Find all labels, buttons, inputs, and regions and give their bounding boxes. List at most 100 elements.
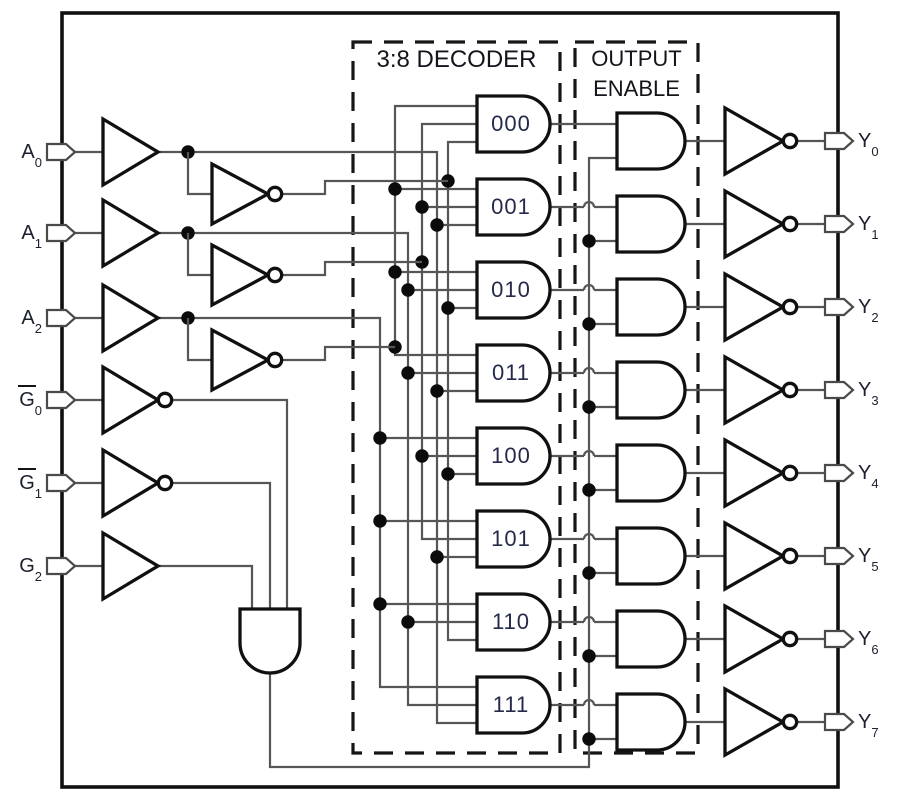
output-pin-label-y4: Y4 xyxy=(858,459,879,490)
output-inverter xyxy=(723,520,787,592)
input-pin xyxy=(45,308,77,328)
output-pin xyxy=(823,712,855,732)
input-pin-label-g0bar: G0 xyxy=(0,385,42,417)
pin-subscript: 2 xyxy=(34,569,42,584)
wire-hop xyxy=(582,615,596,623)
output-inverter xyxy=(723,686,787,758)
g1-inverter-bubble xyxy=(156,474,174,492)
pin-name: A xyxy=(21,141,35,163)
wire-hop xyxy=(582,283,596,291)
junction-dot xyxy=(415,200,429,214)
output-enable-and-gate xyxy=(615,194,687,254)
pin-subscript: 0 xyxy=(34,403,42,418)
junction-dot xyxy=(373,597,387,611)
enable-input-wire xyxy=(158,564,254,609)
decoder-box xyxy=(351,40,562,755)
pin-subscript: 0 xyxy=(871,144,879,159)
input-pin-label-g1bar: G1 xyxy=(0,468,42,500)
wire-hop xyxy=(582,532,596,540)
inverter-bubble xyxy=(781,381,799,399)
pin-name: Y xyxy=(858,628,872,650)
inverter-output-wire xyxy=(282,345,395,362)
pin-subscript: 4 xyxy=(871,476,879,491)
junction-dot xyxy=(388,182,402,196)
junction-dot xyxy=(401,615,415,629)
output-enable-title-line2: ENABLE xyxy=(593,76,680,101)
inverter-output-wire xyxy=(282,179,448,196)
junction-dot xyxy=(415,449,429,463)
output-inverter xyxy=(723,437,787,509)
address-inverter xyxy=(210,242,272,308)
pin-name: Y xyxy=(858,296,872,318)
pin-subscript: 3 xyxy=(871,393,879,408)
output-pin-label-y5: Y5 xyxy=(858,542,879,573)
inverter-bubble xyxy=(781,630,799,648)
wire-hop xyxy=(582,698,596,706)
output-pin xyxy=(823,629,855,649)
output-enable-and-gate xyxy=(615,360,687,420)
address-inverted-bus xyxy=(446,140,477,642)
pin-name: Y xyxy=(858,711,872,733)
decoder-gate-label-111: 111 xyxy=(492,692,530,717)
decoder-and-gate xyxy=(475,94,552,154)
decoder-gate-label-100: 100 xyxy=(491,443,531,468)
input-buffer xyxy=(101,116,162,188)
input-pin xyxy=(45,223,77,243)
output-inverter xyxy=(723,354,787,426)
wire-hop xyxy=(582,200,596,208)
pin-subscript: 0 xyxy=(34,155,42,170)
output-pin-label-y6: Y6 xyxy=(858,625,879,656)
inverter-bubble xyxy=(781,298,799,316)
junction-dot xyxy=(582,732,596,746)
junction-dot xyxy=(582,234,596,248)
decoder-and-gate xyxy=(475,177,552,237)
pin-subscript: 1 xyxy=(34,236,42,251)
enable-and-gate xyxy=(238,607,302,675)
pin-subscript: 7 xyxy=(871,725,879,740)
junction-dot xyxy=(582,649,596,663)
pin-name: A xyxy=(21,222,35,244)
inverter-bubble xyxy=(781,547,799,565)
pin-name: G xyxy=(19,555,35,577)
junction-dot xyxy=(373,514,387,528)
enable-input-wire xyxy=(172,398,289,609)
decoder-and-gate xyxy=(475,426,552,486)
input-buffer xyxy=(101,197,162,269)
inverter-input-wire xyxy=(186,318,212,362)
output-inverter xyxy=(723,105,787,177)
junction-dot xyxy=(582,483,596,497)
pin-name: Y xyxy=(858,545,872,567)
address-inverter xyxy=(210,327,272,393)
g0-inverter-bubble xyxy=(156,391,174,409)
pin-subscript: 6 xyxy=(871,642,879,657)
inverter-bubble xyxy=(266,351,284,369)
output-pin-label-y3: Y3 xyxy=(858,376,879,407)
input-pin xyxy=(45,556,77,576)
pin-name: Y xyxy=(858,130,872,152)
pin-name: G xyxy=(18,385,36,414)
output-pin xyxy=(823,380,855,400)
output-enable-and-gate xyxy=(615,609,687,669)
output-inverter xyxy=(723,188,787,260)
output-pin-label-y2: Y2 xyxy=(858,293,879,324)
decoder-gate-label-101: 101 xyxy=(491,526,531,551)
output-enable-and-gate xyxy=(615,692,687,752)
input-pin xyxy=(45,473,77,493)
inverter-bubble xyxy=(266,185,284,203)
junction-dot xyxy=(582,566,596,580)
inverter-bubble xyxy=(781,132,799,150)
pin-subscript: 1 xyxy=(34,486,42,501)
input-buffer xyxy=(101,364,162,436)
output-enable-section-title: OUTPUT ENABLE xyxy=(575,44,698,104)
pin-name: Y xyxy=(858,462,872,484)
inverter-bubble xyxy=(781,464,799,482)
output-pin xyxy=(823,463,855,483)
junction-dot xyxy=(441,467,455,481)
output-inverter xyxy=(723,603,787,675)
wire-hop xyxy=(582,449,596,457)
output-enable-box xyxy=(573,40,700,755)
junction-dot xyxy=(373,431,387,445)
enable-input-wire xyxy=(172,481,272,609)
inverter-bubble xyxy=(266,266,284,284)
